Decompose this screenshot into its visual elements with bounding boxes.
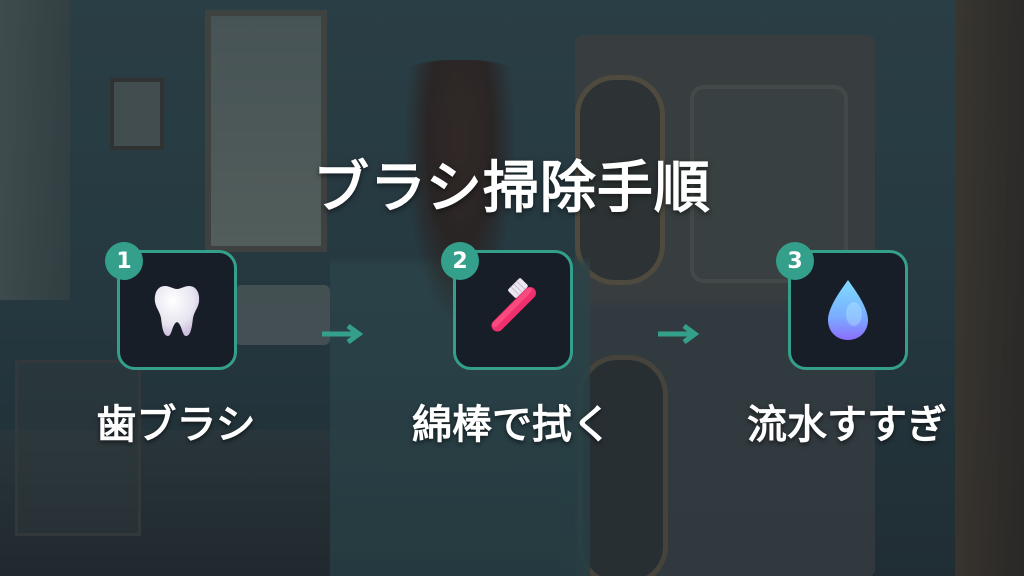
step-number-badge: 3: [776, 242, 814, 280]
back-window: [205, 10, 327, 252]
water-drop-icon: [828, 280, 868, 340]
step-card-2: 2: [441, 242, 573, 370]
wall-picture-frame: [110, 78, 164, 150]
left-window: [0, 0, 70, 300]
toothbrush-icon: [491, 278, 536, 332]
step-number-badge: 1: [105, 242, 143, 280]
laundry-basket: [15, 360, 141, 536]
tooth-icon: [154, 286, 200, 336]
step-icon-box: [117, 250, 237, 370]
step-label-1: 歯ブラシ: [96, 402, 256, 448]
step-card-3: 3: [776, 242, 908, 370]
arrow-right-icon: [658, 324, 700, 344]
step-label-3: 流水すすぎ: [747, 402, 947, 448]
step-number-badge: 2: [441, 242, 479, 280]
page-title: ブラシ掃除手順: [313, 156, 711, 221]
arrow-right-icon: [322, 324, 364, 344]
step-label-2: 綿棒で拭く: [412, 402, 612, 448]
step-card-1: 1: [105, 242, 237, 370]
sink: [235, 285, 330, 345]
door: [955, 0, 1024, 576]
